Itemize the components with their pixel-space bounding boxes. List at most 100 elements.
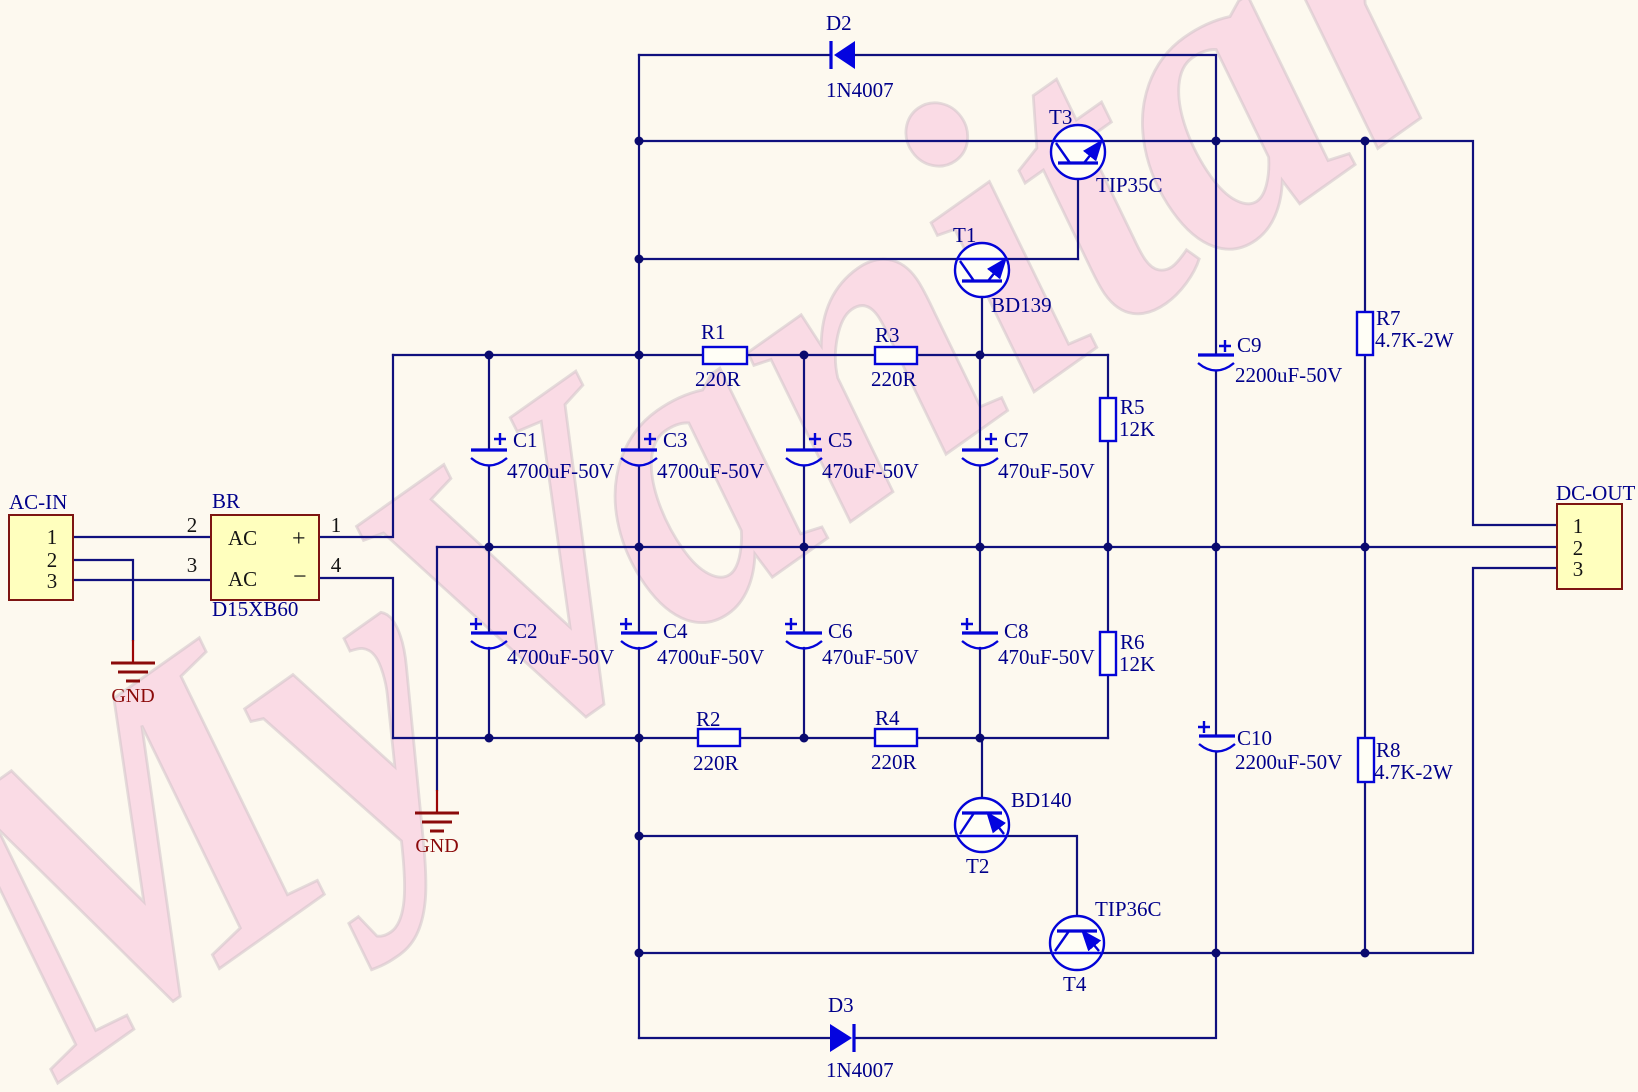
diode-triangle (830, 1024, 852, 1052)
transistor-body (953, 241, 1011, 299)
bridge-rectifier: BR D15XB60 AC AC + − 2 3 1 4 (187, 489, 342, 621)
diode-d3: D3 1N4007 (826, 993, 894, 1082)
t2-ref: T2 (966, 854, 989, 878)
capacitor-c5: C5 470uF-50V (785, 428, 919, 483)
ground-icon (111, 661, 155, 683)
bridge-pin-3: 3 (187, 553, 198, 577)
junction-dot (634, 350, 644, 360)
bridge-part: D15XB60 (212, 597, 298, 621)
bridge-body (210, 514, 320, 601)
bridge-ac-top: AC (228, 526, 257, 550)
junction-dot (1211, 948, 1221, 958)
junction-dot (634, 254, 644, 264)
junction-dot (634, 136, 644, 146)
c5-value: 470uF-50V (822, 459, 919, 483)
capacitor-c3: C3 4700uF-50V (620, 428, 764, 483)
transistor-t4-pnp: T4 TIP36C (1048, 897, 1162, 996)
c8-value: 470uF-50V (998, 645, 1095, 669)
cap-curved-plate (470, 640, 508, 650)
capacitor-c2: C2 4700uF-50V (470, 618, 614, 669)
r8-ref: R8 (1376, 738, 1401, 762)
bridge-pin-4: 4 (331, 553, 342, 577)
c7-value: 470uF-50V (998, 459, 1095, 483)
c3-ref: C3 (663, 428, 688, 452)
resistor-r6: R6 12K (1098, 630, 1155, 677)
resistor-body (701, 345, 749, 366)
r4-ref: R4 (875, 706, 900, 730)
t3-part: TIP35C (1096, 173, 1163, 197)
bridge-pin-1: 1 (331, 513, 342, 537)
c8-ref: C8 (1004, 619, 1029, 643)
transistor-body (1049, 123, 1107, 181)
r8-value: 4.7K-2W (1374, 760, 1453, 784)
junction-dot (634, 542, 644, 552)
connector-ac-in: AC-IN 1 2 3 (8, 490, 74, 601)
r2-ref: R2 (696, 707, 721, 731)
junction-dot (484, 350, 494, 360)
r1-ref: R1 (701, 320, 726, 344)
r5-ref: R5 (1120, 395, 1145, 419)
capacitor-c7: C7 470uF-50V (961, 428, 1095, 483)
cap-curved-plate (620, 640, 658, 650)
junction-dots (484, 136, 1370, 958)
plus-icon (961, 618, 973, 630)
c10-ref: C10 (1237, 726, 1272, 750)
bridge-plus-sign: + (292, 526, 306, 552)
junction-dot (1103, 542, 1113, 552)
junction-dot (634, 831, 644, 841)
cap-curved-plate (961, 457, 999, 467)
cap-curved-plate (785, 457, 823, 467)
r2-value: 220R (693, 751, 739, 775)
cap-curved-plate (785, 640, 823, 650)
ac-in-pin-3: 3 (47, 569, 58, 593)
resistor-r4: R4 220R (871, 706, 919, 774)
resistor-body (1355, 310, 1375, 357)
transistor-collector (959, 812, 975, 835)
transistor-t2-pnp: T2 BD140 (953, 788, 1072, 878)
cap-curved-plate (470, 457, 508, 467)
r6-ref: R6 (1120, 630, 1145, 654)
junction-dot (634, 733, 644, 743)
d2-part: 1N4007 (826, 78, 894, 102)
ac-in-pin-2: 2 (47, 548, 58, 572)
r1-value: 220R (695, 367, 741, 391)
transistor-body (1048, 914, 1106, 972)
junction-dot (799, 350, 809, 360)
wire-bridge-plus-out (317, 353, 395, 539)
bridge-minus-sign: − (293, 564, 307, 590)
transistor-collector (1054, 930, 1070, 952)
ground-1-label: GND (111, 685, 154, 707)
ground-1: GND (111, 661, 155, 707)
capacitor-c1: C1 4700uF-50V (470, 428, 614, 483)
ac-in-pin-1: 1 (47, 525, 58, 549)
dc-out-label: DC-OUT (1556, 481, 1635, 505)
junction-dot (634, 948, 644, 958)
c5-ref: C5 (828, 428, 853, 452)
connector-dc-out: DC-OUT 1 2 3 (1556, 481, 1635, 590)
wire-t3-collector-emitter (637, 139, 1559, 527)
plus-icon (1198, 721, 1210, 733)
capacitor-c4: C4 4700uF-50V (620, 618, 764, 669)
dc-out-body (1556, 503, 1623, 590)
c4-value: 4700uF-50V (657, 645, 764, 669)
resistor-body (873, 345, 919, 366)
bridge-pin-2: 2 (187, 513, 198, 537)
resistor-r2: R2 220R (693, 707, 742, 775)
bridge-ref: BR (212, 489, 240, 513)
junction-dot (484, 542, 494, 552)
dc-out-pin-2: 2 (1573, 536, 1584, 560)
r4-value: 220R (871, 750, 917, 774)
junction-dot (975, 733, 985, 743)
t1-part: BD139 (991, 293, 1052, 317)
ac-in-body (8, 514, 74, 601)
dc-out-pin-3: 3 (1573, 557, 1584, 581)
c9-value: 2200uF-50V (1235, 363, 1342, 387)
t2-part: BD140 (1011, 788, 1072, 812)
capacitor-c6: C6 470uF-50V (785, 618, 919, 669)
transistor-emitter-arrow (986, 257, 1007, 282)
d2-ref: D2 (826, 11, 852, 35)
plus-icon (809, 433, 821, 445)
c4-ref: C4 (663, 619, 688, 643)
transistor-t3-npn: T3 TIP35C (1049, 105, 1163, 197)
c6-ref: C6 (828, 619, 853, 643)
